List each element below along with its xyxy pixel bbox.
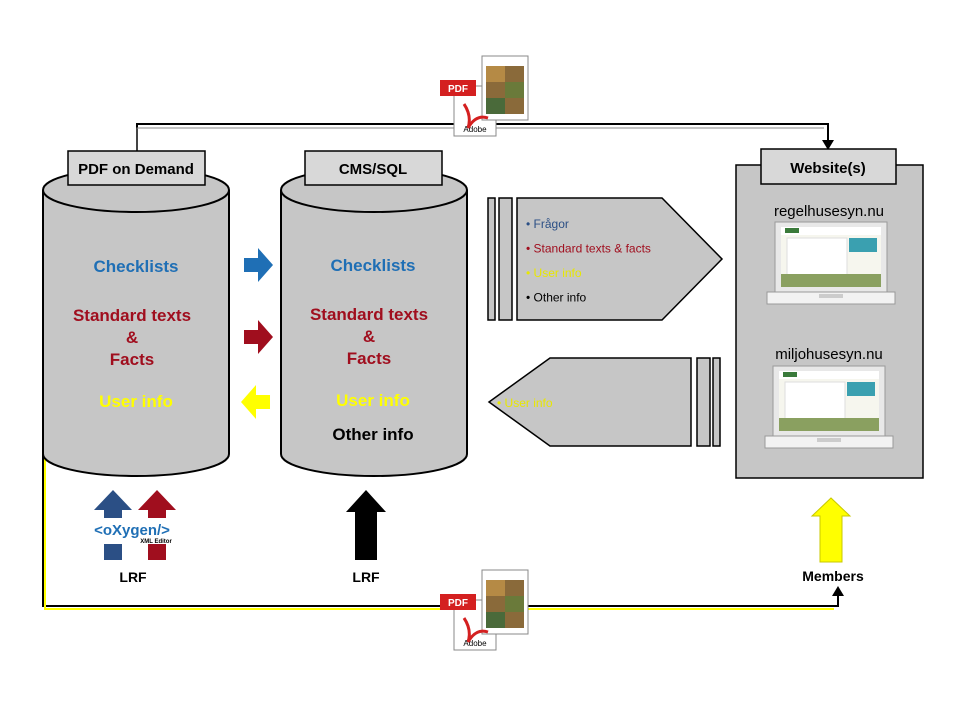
- inbound-list: • User info: [497, 396, 553, 410]
- outbound-list-item: • User info: [526, 266, 582, 280]
- pdf-document-icon-bottom: PDF Adobe: [440, 569, 529, 651]
- pdf-badge: PDF: [448, 84, 468, 95]
- pdf-on-demand-database: PDF on Demand Checklists Standard texts …: [42, 150, 230, 477]
- cms-sql-label-box: [304, 150, 443, 186]
- pdf-on-demand-label: PDF on Demand: [78, 161, 194, 178]
- bottom-arrowhead-icon: [832, 586, 844, 596]
- lrf-left-label: LRF: [119, 569, 147, 585]
- lrf-center-source: LRF: [346, 490, 386, 585]
- cms-facts: Facts: [347, 349, 391, 368]
- inbound-list-item: • User info: [497, 396, 553, 410]
- yellow-up-arrow-icon: [810, 497, 852, 563]
- cms-ampersand: &: [363, 327, 375, 346]
- blue-right-arrow-icon: [244, 248, 273, 282]
- members-label: Members: [802, 568, 864, 584]
- websites-label: Website(s): [790, 160, 866, 177]
- adobe-label: Adobe: [463, 125, 487, 134]
- cms-sql-label: CMS/SQL: [339, 161, 407, 178]
- cms-other-info: Other info: [332, 425, 413, 444]
- laptop-icon: [764, 365, 894, 449]
- site-name-regelhusesyn: regelhusesyn.nu: [774, 203, 884, 220]
- inbound-data-arrow: • User info: [487, 357, 721, 447]
- oxygen-logo-bg: [86, 518, 178, 544]
- cms-sql-database: CMS/SQL Checklists Standard texts & Fact…: [280, 150, 468, 477]
- pdf-standard-texts: Standard texts: [73, 306, 191, 325]
- websites-label-box: [760, 148, 897, 185]
- outbound-list-item: • Frågor: [526, 217, 569, 231]
- lrf-center-label: LRF: [352, 569, 380, 585]
- outbound-list-item: • Other info: [526, 291, 587, 305]
- websites-panel: Website(s) regelhusesyn.nu miljohusesyn.…: [735, 148, 924, 479]
- cms-checklists: Checklists: [330, 256, 415, 275]
- pdf-ampersand: &: [126, 328, 138, 347]
- oxygen-logo: <oXygen/>: [94, 522, 170, 539]
- outbound-list: • Frågor • Standard texts & facts • User i…: [526, 217, 651, 305]
- pdf-on-demand-label-box: [67, 150, 206, 186]
- pdf-facts: Facts: [110, 350, 154, 369]
- red-right-arrow-icon: [244, 320, 273, 354]
- site-name-miljohusesyn: miljohusesyn.nu: [775, 346, 883, 363]
- black-up-arrow-icon: [346, 490, 386, 560]
- outbound-list-item: • Standard texts & facts: [526, 242, 651, 256]
- pdf-checklists: Checklists: [93, 257, 178, 276]
- cms-standard-texts: Standard texts: [310, 305, 428, 324]
- laptop-icon: [766, 221, 896, 305]
- oxygen-sub: XML Editor: [140, 539, 172, 545]
- sync-arrows: [241, 248, 273, 419]
- pdf-document-icon-top: PDF Adobe: [440, 55, 529, 137]
- top-arrowhead-icon: [822, 140, 834, 150]
- pdf-user-info: User info: [99, 392, 173, 411]
- yellow-left-arrow-icon: [241, 385, 270, 419]
- pdf-badge: PDF: [448, 598, 468, 609]
- members-source: Members: [802, 497, 864, 584]
- oxygen-source: <oXygen/> XML Editor LRF: [86, 490, 178, 585]
- adobe-label: Adobe: [463, 639, 487, 648]
- outbound-data-arrow: • Frågor • Standard texts & facts • User i…: [487, 197, 724, 321]
- cms-user-info: User info: [336, 391, 410, 410]
